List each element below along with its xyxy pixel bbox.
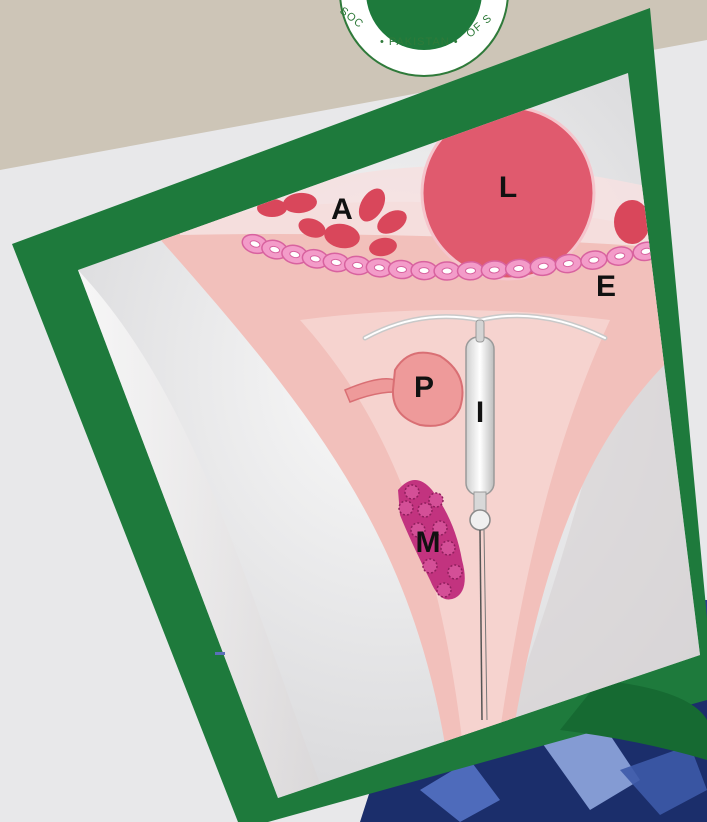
epithelial-nucleus xyxy=(396,266,406,273)
mass-nodule xyxy=(418,503,432,517)
mass-nodule xyxy=(429,493,443,507)
mass-nodule xyxy=(448,565,462,579)
epithelial-nucleus xyxy=(442,268,452,274)
epithelial-nucleus xyxy=(419,267,429,273)
epithelial-nucleus xyxy=(489,267,499,273)
mass-nodule xyxy=(423,559,437,573)
label-I: I xyxy=(476,396,484,429)
mass-nodule xyxy=(437,583,451,597)
epithelial-nucleus xyxy=(513,265,523,272)
epithelial-nucleus xyxy=(465,268,475,274)
label-M: M xyxy=(416,526,441,559)
label-P: P xyxy=(414,371,434,404)
label-L: L xyxy=(499,171,517,204)
mass-nodule xyxy=(399,501,413,515)
mass-nodule xyxy=(441,541,455,555)
label-A: A xyxy=(331,193,353,226)
epithelial-nucleus xyxy=(374,264,385,271)
mass-nodule xyxy=(405,485,419,499)
seal-text-pakistan: • PAKISTAN • xyxy=(380,36,459,48)
edge-mark xyxy=(215,652,225,655)
label-E: E xyxy=(596,270,616,303)
